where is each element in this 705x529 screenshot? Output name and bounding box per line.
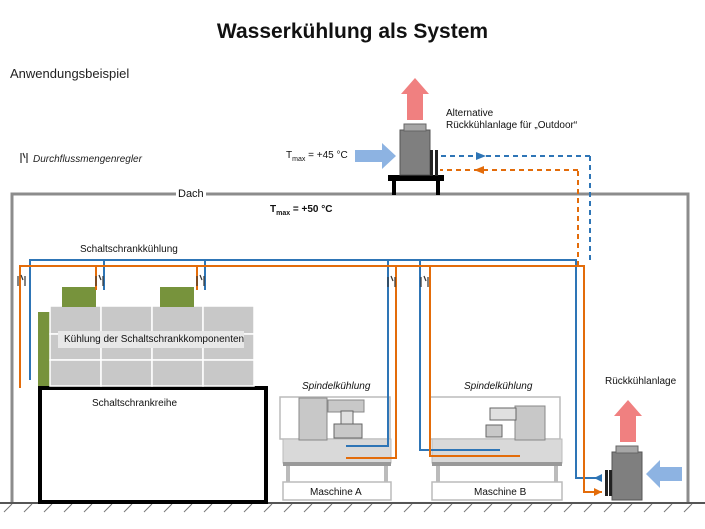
cabinet-row-label: Schaltschrankreihe <box>92 398 178 409</box>
cabinet-cooling-label: Schaltschrankkühlung <box>80 244 178 255</box>
air-arrow-roof <box>355 143 396 169</box>
outdoor-label-line2: Rückkühlanlage für „Outdoor“ <box>446 120 578 131</box>
machine-a <box>279 396 392 501</box>
legend-label: Durchflussmengenregler <box>33 154 142 165</box>
spindle-cooling-a-label: Spindelkühlung <box>302 381 371 392</box>
machine-a-label: Maschine A <box>310 487 362 498</box>
heat-arrow-roof <box>401 78 429 120</box>
cabinet-cooler-2 <box>160 287 194 307</box>
spindle-cooling-b-label: Spindelkühlung <box>464 381 533 392</box>
cabinet-cooler-1 <box>62 287 96 307</box>
roof-label: Dach <box>176 188 206 200</box>
return-pipes <box>19 169 602 493</box>
flow-arrow-orange <box>474 166 484 174</box>
recooler-label: Rückkühlanlage <box>605 376 677 387</box>
legend: Durchflussmengenregler <box>18 152 142 167</box>
flow-regulator-icon <box>18 152 30 167</box>
cabinet-row <box>38 287 268 504</box>
building-outline <box>10 192 690 502</box>
tmax-outside: Tmax = +45 °C <box>286 150 348 163</box>
outdoor-label-line1: Alternative <box>446 108 494 119</box>
machine-b-label: Maschine B <box>474 487 527 498</box>
flow-arrow-orange-bottom <box>594 488 602 496</box>
flow-arrow-blue-bottom <box>594 474 602 482</box>
outdoor-recooler <box>355 78 444 195</box>
ground-line <box>0 502 705 513</box>
flow-regulator-valves <box>17 274 429 287</box>
tmax-inside: Tmax = +50 °C <box>270 204 333 217</box>
flow-arrow-blue <box>476 152 486 160</box>
cabinet-side-panel <box>38 312 50 386</box>
air-arrow-indoor <box>646 460 682 488</box>
heat-arrow-indoor <box>614 400 642 442</box>
indoor-recooler <box>605 400 682 501</box>
cabinet-components-label: Kühlung der Schaltschrankkomponenten <box>64 334 245 345</box>
machine-b <box>429 396 563 501</box>
subtitle: Anwendungsbeispiel <box>10 66 130 81</box>
page-title: Wasserkühlung als System <box>216 20 489 43</box>
